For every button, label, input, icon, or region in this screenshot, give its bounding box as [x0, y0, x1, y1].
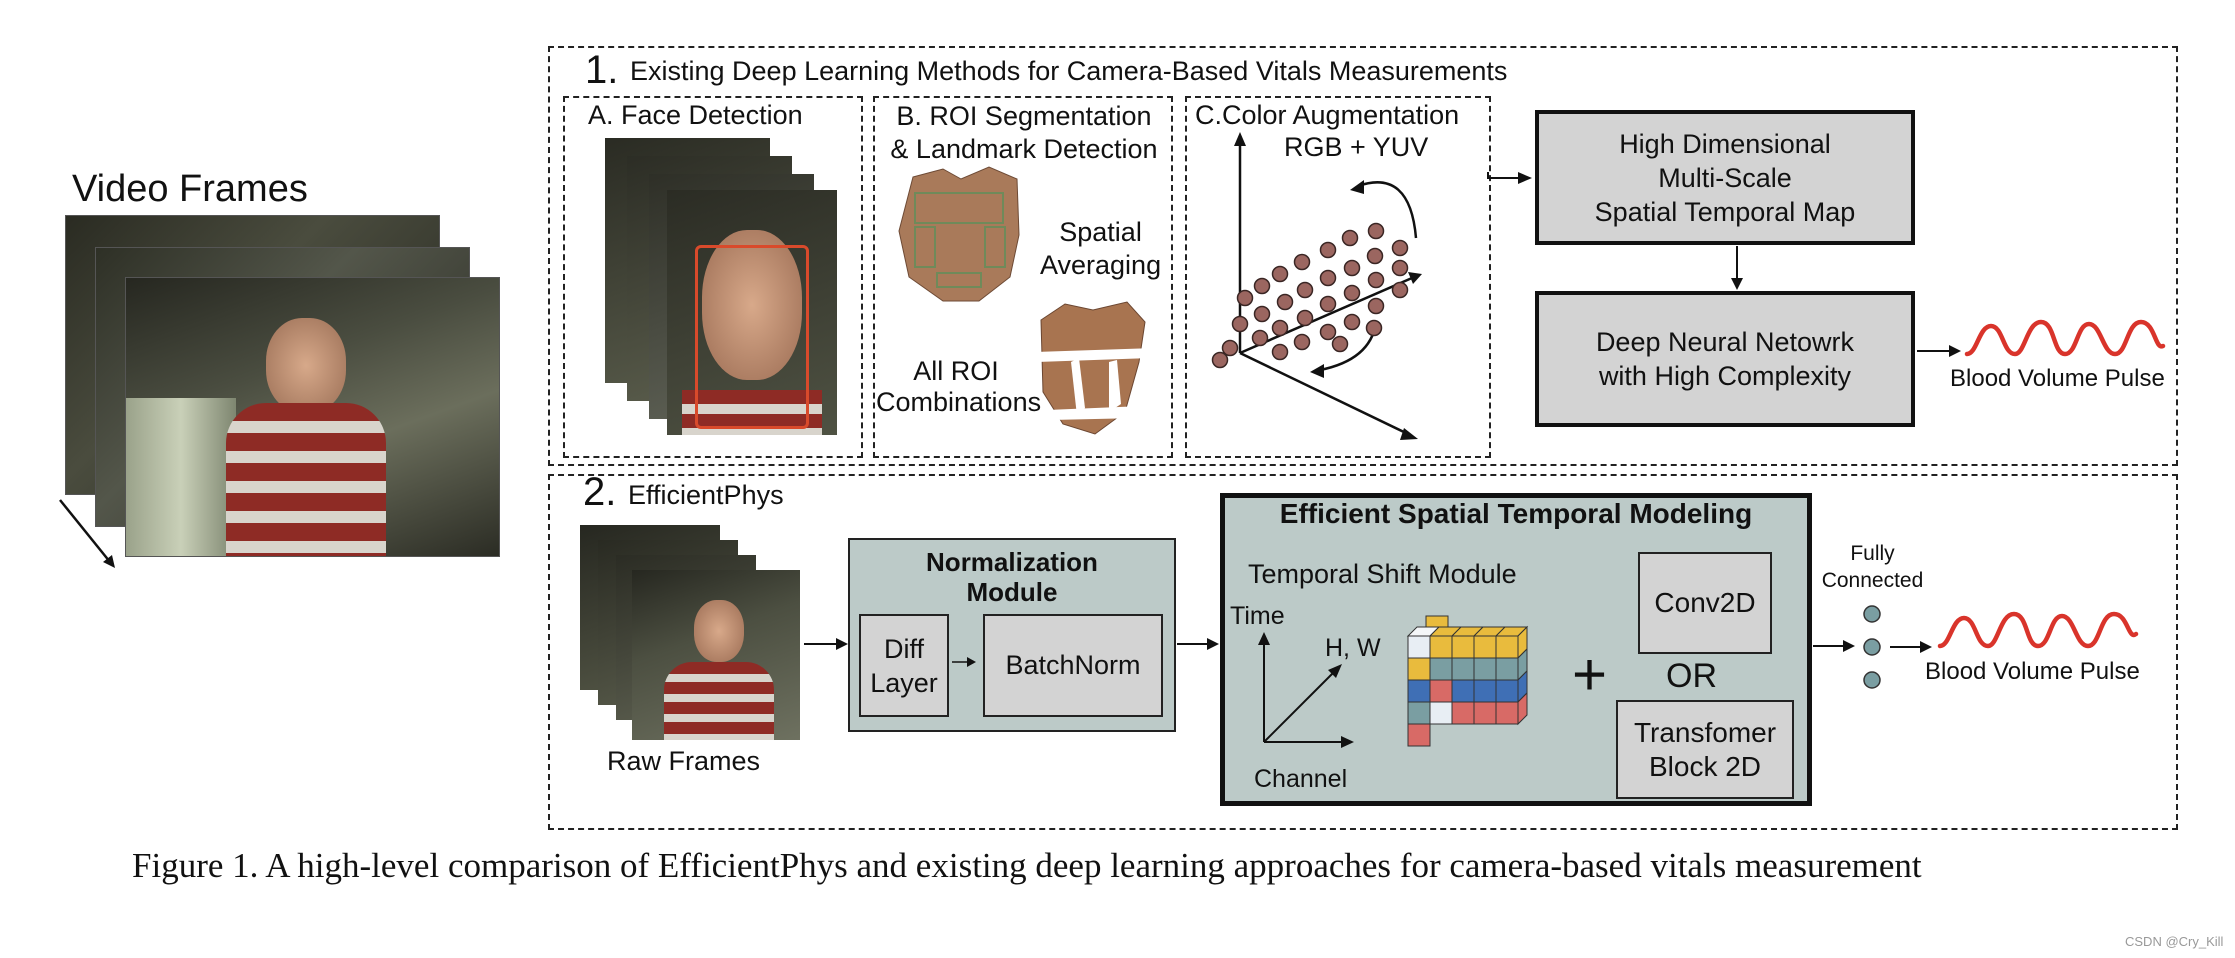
arrow-map-to-dnn [1731, 246, 1743, 290]
spatial-averaging-label: Spatial Averaging [1040, 217, 1162, 280]
raw-frames-label: Raw Frames [607, 746, 761, 776]
arrow-fc-to-output [1890, 641, 1932, 653]
arrow-estm-to-fc [1813, 640, 1855, 652]
axis-time-label: Time [1230, 602, 1285, 630]
section1-number: 1. [585, 48, 619, 92]
raw-frames-stack [580, 525, 805, 740]
roi-combinations-label: All ROI Combinations [876, 356, 1042, 417]
section1-frame [548, 46, 2178, 466]
arrow-diff-to-batchnorm [952, 657, 976, 667]
color-space-plot [1211, 132, 1422, 440]
batchnorm-box: BatchNorm [983, 614, 1163, 717]
watermark: CSDN @Cry_Kill [2125, 934, 2224, 949]
diff-layer-box: Diff Layer [859, 614, 949, 717]
panel-b-title: B. ROI Segmentation & Landmark Detection [890, 101, 1158, 164]
bvp-wave-2 [1937, 611, 2139, 649]
frames-arrow [59, 499, 115, 568]
panel-roi-segmentation [873, 96, 1173, 458]
transformer-block-box: Transfomer Block 2D [1616, 700, 1794, 799]
section2-frame [548, 474, 2178, 830]
fc-nodes [1863, 605, 1881, 689]
color-sample-points [1211, 222, 1409, 369]
conv2d-box: Conv2D [1638, 552, 1772, 654]
fully-connected-label: Fully Connected [1821, 542, 1924, 592]
roi-segmented-face [898, 166, 1020, 302]
section2-number: 2. [583, 470, 617, 514]
video-frames-stack [59, 215, 505, 575]
tsm-axes [1258, 632, 1354, 748]
normalization-title: Normalization Module [926, 547, 1098, 607]
tsm-cube [1406, 615, 1529, 747]
output-label-2: Blood Volume Pulse [1925, 658, 2140, 685]
estm-title: Efficient Spatial Temporal Modeling [1279, 498, 1753, 529]
section2-title: EfficientPhys [628, 480, 784, 510]
plus-sign: + [1572, 641, 1608, 708]
video-frames-title: Video Frames [72, 168, 308, 210]
panel-a-title: A. Face Detection [588, 100, 803, 130]
output-label-1: Blood Volume Pulse [1950, 365, 2165, 392]
section1-title: Existing Deep Learning Methods for Camer… [630, 56, 1508, 86]
axis-hw-label: H, W [1325, 634, 1381, 662]
face-detection-stack [605, 138, 845, 438]
panel-c-subtitle: RGB + YUV [1284, 132, 1429, 162]
arrow-raw-to-norm [804, 638, 848, 650]
figure-caption: Figure 1. A high-level comparison of Eff… [132, 846, 1922, 885]
averaged-face [1035, 301, 1155, 435]
panel-face-detection [563, 96, 863, 458]
panel-color-augmentation [1185, 96, 1491, 458]
tsm-label: Temporal Shift Module [1248, 559, 1517, 589]
arrow-dnn-to-output [1917, 345, 1961, 357]
or-label: OR [1666, 657, 1717, 695]
bvp-wave-1 [1964, 319, 2166, 357]
panel-c-title: C.Color Augmentation [1195, 100, 1460, 130]
box-spatial-temporal-map: High Dimensional Multi-Scale Spatial Tem… [1535, 110, 1915, 245]
axis-channel-label: Channel [1254, 765, 1348, 793]
arrow-norm-to-estm [1177, 638, 1219, 650]
arrow-to-map [1487, 172, 1532, 184]
roi-detection-box [695, 245, 809, 429]
box-deep-neural-network: Deep Neural Netowrk with High Complexity [1535, 291, 1915, 427]
